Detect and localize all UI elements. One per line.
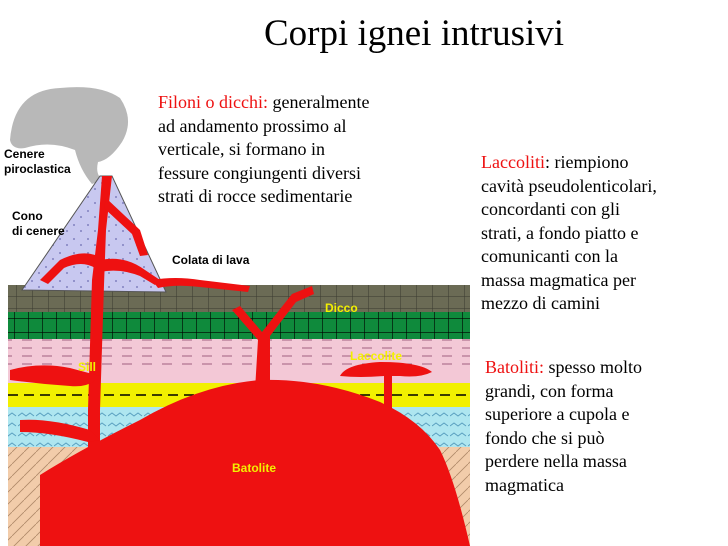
label-laccolite: Laccolite — [350, 349, 402, 363]
dyke — [232, 286, 314, 390]
layer-pink — [8, 339, 470, 365]
laccoliti-term: Laccoliti — [481, 152, 545, 172]
main-conduit — [88, 176, 112, 546]
label-batolite: Batolite — [232, 461, 276, 475]
page-title: Corpi ignei intrusivi — [263, 13, 565, 54]
label-sill: Sill — [78, 360, 96, 374]
batoliti-term: Batoliti: — [485, 357, 545, 377]
filoni-description: Filoni o dicchi: generalmente ad andamen… — [158, 92, 370, 206]
laccoliti-description: Laccoliti: riempiono cavità pseudolentic… — [481, 152, 657, 313]
ash-cloud — [10, 87, 129, 184]
label-dicco: Dicco — [325, 301, 358, 315]
batoliti-description: Batoliti: spesso molto grandi, con forma… — [485, 357, 643, 495]
laccolith — [340, 362, 432, 410]
batholith — [40, 379, 470, 546]
label-colata: Colata di lava — [172, 253, 250, 267]
lava-flow — [152, 278, 250, 292]
sill — [10, 365, 100, 387]
filoni-term: Filoni o dicchi: — [158, 92, 268, 112]
